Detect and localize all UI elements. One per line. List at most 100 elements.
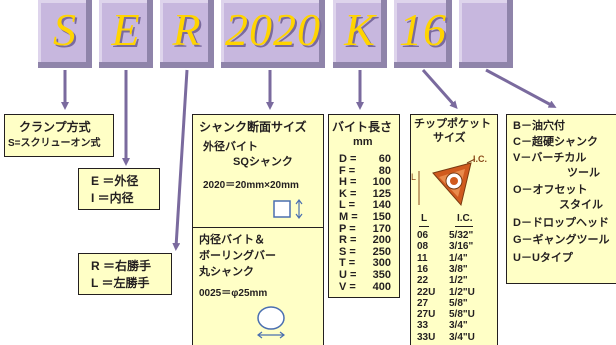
pocket-ic-value: 1/2" — [449, 275, 468, 287]
option-item: B－油穴付 — [513, 120, 565, 132]
pocket-ic-value: 3/8" — [449, 263, 468, 275]
sq-shank-label: SQシャンク — [233, 156, 293, 168]
option-item: U－Uタイプ — [513, 252, 573, 264]
length-code: F = — [339, 164, 356, 177]
length-unit: mm — [353, 136, 373, 148]
options-panel: B－油穴付 C－超硬シャンク V－バーチカルツール O－オフセットスタイル D－ドロップ… — [506, 114, 616, 284]
length-value: 150 — [372, 211, 391, 223]
pocket-l-value: 22 — [417, 275, 429, 287]
right-hand-label: R ＝右勝手 — [91, 259, 152, 273]
pocket-col-l: L — [421, 213, 428, 224]
length-title: バイト長さ — [332, 120, 393, 134]
length-code: L = — [339, 199, 356, 212]
pocket-l-value: 33U — [417, 331, 436, 343]
pocket-ic-value: 3/16" — [449, 241, 474, 253]
length-code: H = — [339, 176, 357, 189]
code-box-2020: 2020 — [221, 0, 325, 68]
round-shank-example: 0025＝φ25mm — [199, 288, 268, 299]
option-item: G－ギャングツール — [513, 234, 610, 246]
length-code: P = — [339, 222, 356, 235]
code-letter-e: E — [111, 4, 141, 55]
length-code: M = — [339, 211, 358, 223]
col-underline-l — [419, 226, 429, 227]
length-value: 350 — [372, 269, 391, 281]
insert-diagram-icon — [418, 158, 476, 207]
pocket-l-value: 27U — [417, 309, 436, 321]
pocket-l-value: 11 — [417, 252, 428, 264]
outer-bar-heading: 外径バイト — [203, 141, 258, 153]
pocket-title-line2: サイズ — [433, 132, 466, 144]
inner-bar-heading: 内径バイト＆ — [199, 234, 265, 246]
round-shank-heading: 丸シャンク — [199, 266, 254, 278]
pocket-col-ic: I.C. — [457, 213, 473, 224]
shank-panel: シャンク断面サイズ 外径バイト SQシャンク 2020＝20mm×20mm 内径… — [192, 114, 324, 345]
length-code: U = — [339, 269, 357, 281]
option-item: C－超硬シャンク — [513, 136, 598, 148]
code-box-k: K — [333, 0, 387, 68]
length-value: 125 — [372, 187, 391, 200]
pocket-ic-value: 5/8" — [449, 297, 468, 309]
pocket-title-line1: チップポケット — [414, 118, 491, 130]
pocket-ic-value: 1/2"U — [449, 286, 475, 298]
option-item: O－オフセット — [513, 184, 588, 196]
sq-shank-example: 2020＝20mm×20mm — [203, 180, 299, 191]
pocket-ic-value: 5/8"U — [449, 309, 475, 321]
clamp-panel: クランプ方式 S=スクリューオン式 — [4, 114, 114, 157]
code-box-e: E — [99, 0, 153, 68]
code-box-r: R — [160, 0, 214, 68]
diagram-l-label: L — [411, 172, 417, 182]
left-hand-label: L ＝左勝手 — [91, 276, 150, 290]
code-letter-k: K — [344, 4, 376, 55]
length-code: S = — [339, 245, 356, 258]
length-value: 80 — [378, 164, 391, 177]
clamp-screw-on: S=スクリューオン式 — [8, 138, 101, 149]
length-code: T = — [339, 257, 356, 270]
pocket-l-value: 33 — [417, 320, 429, 332]
option-item: スタイル — [559, 199, 603, 211]
shank-divider — [193, 227, 323, 228]
option-item: ツール — [567, 167, 600, 179]
col-underline-ic — [455, 226, 473, 227]
internal-label: I ＝内径 — [91, 191, 134, 205]
pocket-l-value: 16 — [417, 263, 429, 275]
round-shank-icon — [257, 306, 285, 339]
pocket-ic-value: 3/4" — [449, 320, 468, 332]
code-letter-r: R — [172, 4, 202, 55]
pocket-ic-value: 5/32" — [449, 230, 474, 241]
arrow-options — [485, 68, 557, 108]
length-value: 400 — [372, 280, 391, 293]
external-label: E ＝外径 — [91, 174, 139, 188]
option-item: V－バーチカル — [513, 152, 587, 164]
code-box-16: 16 — [394, 0, 452, 68]
arrow-pocket — [421, 69, 458, 109]
pocket-l-value: 22U — [417, 286, 436, 298]
option-item: D－ドロップヘッド — [513, 217, 609, 229]
pocket-ic-value: 1/4" — [449, 252, 468, 264]
code-letter-s: S — [53, 4, 77, 55]
length-code: V = — [339, 280, 356, 293]
length-value: 60 — [378, 153, 391, 165]
code-box-option — [459, 0, 513, 68]
ext-int-panel: E ＝外径 I ＝内径 — [78, 168, 160, 210]
shank-title: シャンク断面サイズ — [199, 120, 307, 134]
length-value: 250 — [372, 245, 391, 258]
length-value: 200 — [372, 234, 391, 247]
length-value: 100 — [372, 176, 391, 189]
square-shank-icon — [273, 199, 303, 219]
length-code: R = — [339, 234, 357, 247]
pocket-ic-value: 3/4"U — [449, 331, 475, 343]
hand-panel: R ＝右勝手 L ＝左勝手 — [78, 253, 172, 295]
pocket-l-value: 27 — [417, 297, 429, 309]
diagram-ic-label: I.C. — [473, 154, 488, 164]
code-pocket-size: 16 — [399, 4, 447, 55]
clamp-title: クランプ方式 — [19, 120, 91, 134]
length-value: 300 — [372, 257, 391, 270]
arrow-hand — [172, 69, 189, 251]
length-value: 170 — [372, 222, 391, 235]
code-box-s: S — [38, 0, 92, 68]
pocket-l-value: 06 — [417, 230, 429, 241]
length-code: D = — [339, 153, 357, 165]
length-value: 140 — [372, 199, 391, 212]
